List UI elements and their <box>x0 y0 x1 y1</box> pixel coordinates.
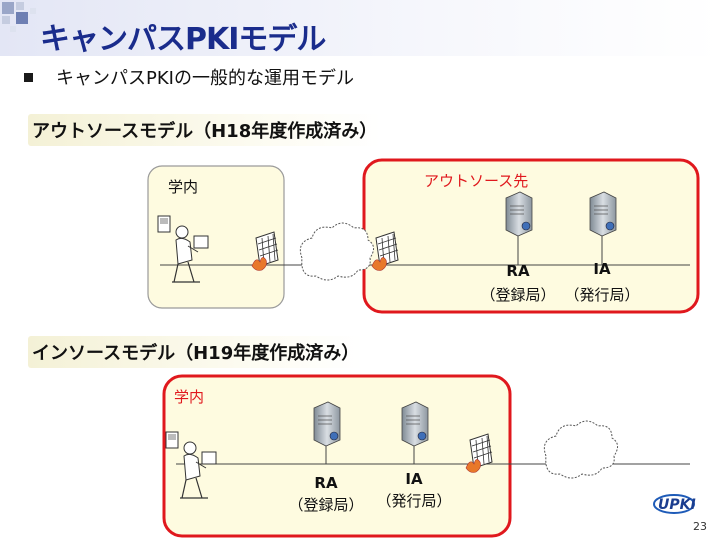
outsource-model-label: アウトソースモデル（H18年度作成済み） <box>28 114 382 146</box>
bullet-marker <box>24 73 33 82</box>
insource-user-workstation-icon <box>165 431 217 499</box>
insource-ia-label: IA <box>405 470 423 488</box>
outsource-ia-sub: （発行局） <box>564 286 640 304</box>
insource-ia-server-icon <box>401 401 429 447</box>
outsource-ia-server-icon <box>589 191 617 237</box>
insource-ra-sub: （登録局） <box>288 496 364 514</box>
outsource-campus-zone <box>147 165 285 309</box>
outsource-campus-label: 学内 <box>168 178 199 196</box>
outsource-ia-label: IA <box>593 260 611 278</box>
bullet-text: キャンパスPKIの一般的な運用モデル <box>56 68 354 89</box>
page-number: 23 <box>693 520 707 533</box>
outsource-provider-label: アウトソース先 <box>424 172 529 190</box>
insource-ra-server-icon <box>313 401 341 447</box>
title-background <box>0 0 720 56</box>
insource-campus-label: 学内 <box>174 388 205 406</box>
outsource-ra-label: RA <box>506 262 530 280</box>
insource-firewall-icon <box>465 433 493 473</box>
svg-text:UPKI: UPKI <box>658 497 696 513</box>
insource-ra-label: RA <box>314 474 338 492</box>
insource-internet-cloud-icon <box>543 420 618 479</box>
outsource-provider-firewall-icon <box>371 231 399 271</box>
outsource-user-workstation-icon <box>157 215 209 283</box>
outsource-ra-sub: （登録局） <box>480 286 556 304</box>
slide-title: キャンパスPKIモデル <box>40 22 326 57</box>
insource-model-label: インソースモデル（H19年度作成済み） <box>28 336 364 368</box>
insource-ia-sub: （発行局） <box>376 492 452 510</box>
upki-logo: UPKI <box>653 494 696 514</box>
outsource-campus-firewall-icon <box>251 231 279 271</box>
outsource-internet-cloud-icon <box>299 222 374 281</box>
title-decoration-icon <box>2 2 36 32</box>
outsource-ra-server-icon <box>505 191 533 237</box>
